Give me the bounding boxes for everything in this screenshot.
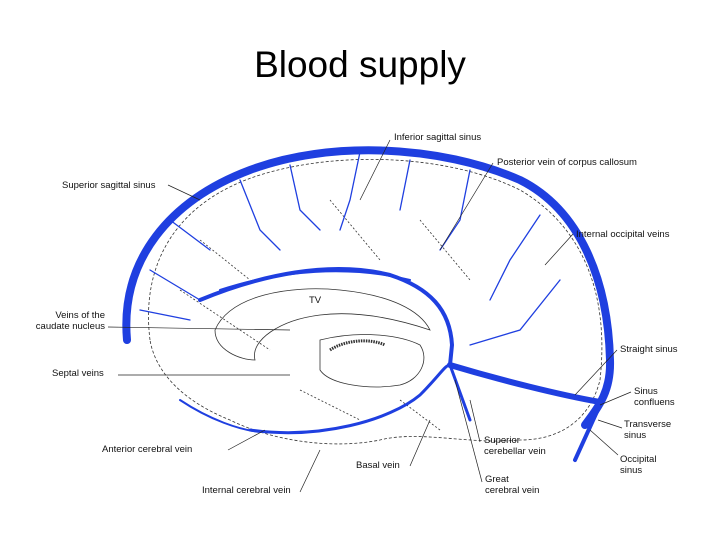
label-veins-caudate-nucleus: Veins of the caudate nucleus bbox=[20, 310, 105, 332]
label-line: Veins of the bbox=[55, 310, 105, 321]
leader-lines bbox=[107, 139, 632, 493]
label-straight-sinus: Straight sinus bbox=[620, 344, 678, 355]
label-septal-veins: Septal veins bbox=[52, 368, 104, 379]
slide-title: Blood supply bbox=[254, 44, 466, 85]
label-transverse-sinus: Transverse sinus bbox=[624, 419, 671, 441]
label-posterior-vein-corpus-callosum: Posterior vein of corpus callosum bbox=[497, 157, 637, 168]
label-occipital-sinus: Occipital sinus bbox=[620, 454, 656, 476]
label-great-cerebral-vein: Great cerebral vein bbox=[485, 474, 539, 496]
straight-sinus-vessel bbox=[447, 362, 603, 405]
label-line: caudate nucleus bbox=[35, 321, 105, 332]
label-basal-vein: Basal vein bbox=[356, 460, 400, 471]
label-line: Great bbox=[485, 474, 509, 485]
label-line: confluens bbox=[634, 397, 675, 408]
label-inferior-sagittal-sinus: Inferior sagittal sinus bbox=[394, 132, 482, 143]
brain-outline bbox=[148, 158, 603, 445]
label-line: sinus bbox=[620, 465, 643, 476]
label-sinus-confluens: Sinus confluens bbox=[634, 386, 675, 408]
label-line: Superior bbox=[484, 435, 520, 446]
label-superior-cerebellar-vein: Superior cerebellar vein bbox=[484, 435, 546, 457]
label-line: cerebral vein bbox=[485, 485, 540, 496]
basal-vessel bbox=[248, 363, 452, 435]
superior-sagittal-sinus-vessel bbox=[122, 146, 615, 429]
label-anterior-cerebral-vein: Anterior cerebral vein bbox=[102, 444, 193, 455]
label-line: sinus bbox=[624, 430, 647, 441]
label-superior-sagittal-sinus: Superior sagittal sinus bbox=[62, 180, 156, 191]
label-internal-occipital-veins: Internal occipital veins bbox=[576, 229, 670, 240]
label-line: Sinus bbox=[634, 386, 658, 397]
label-tv: TV bbox=[309, 295, 322, 306]
veins bbox=[122, 146, 615, 462]
internal-cerebral-vessel bbox=[198, 267, 455, 367]
label-line: cerebellar vein bbox=[484, 446, 546, 457]
label-internal-cerebral-vein: Internal cerebral vein bbox=[202, 485, 291, 496]
label-line: Transverse bbox=[624, 419, 672, 430]
label-line: Occipital bbox=[620, 454, 657, 465]
